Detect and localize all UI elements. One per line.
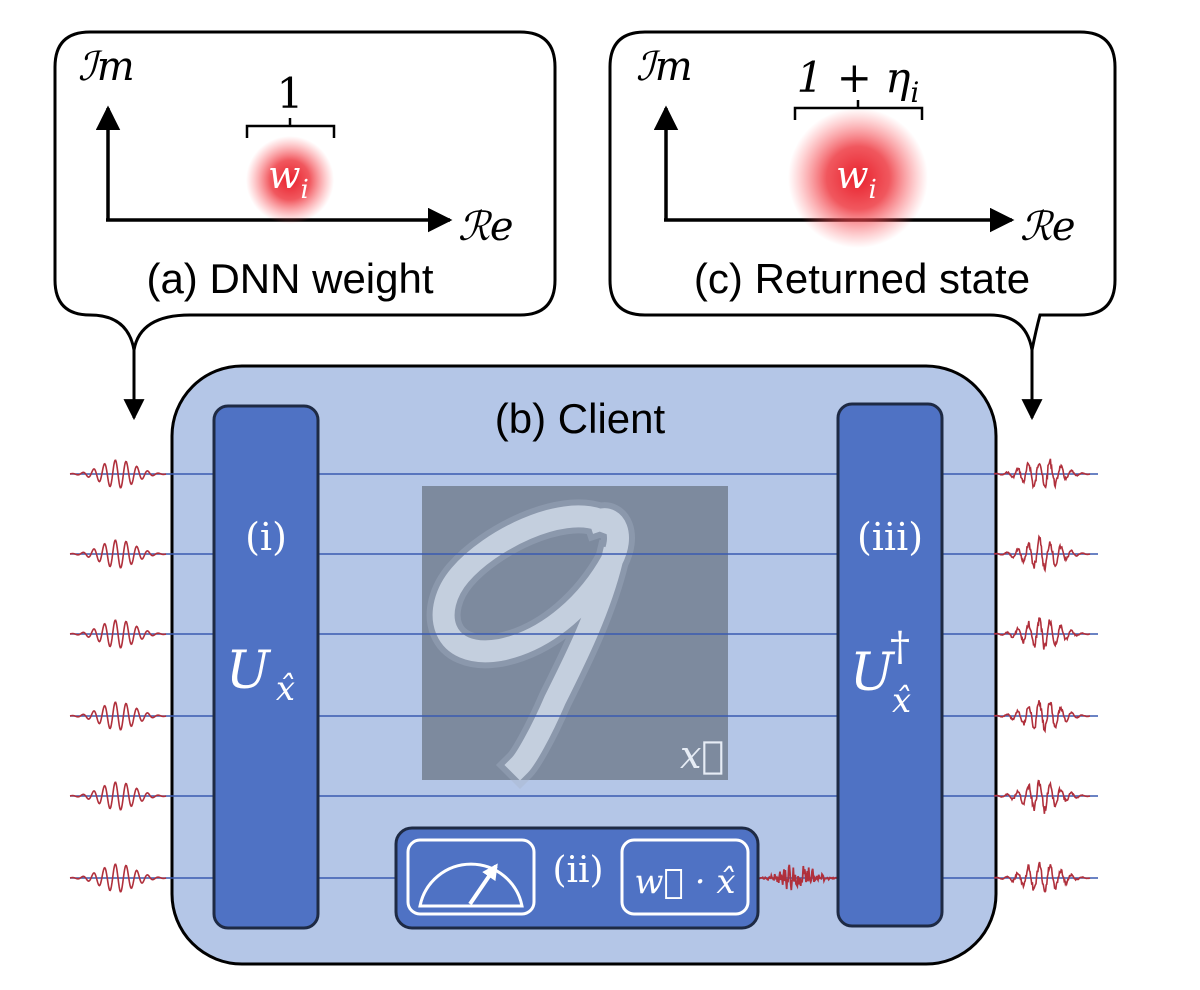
panel-returned-state: ℐm ℛe 1 + ηi wi (c) Returned state	[608, 30, 1117, 421]
axis-x-label-a: ℛe	[458, 204, 514, 250]
wave-packet	[69, 863, 167, 893]
block-i-label: (i)	[245, 515, 287, 559]
client-title: (b) Client	[495, 395, 666, 442]
dot-product-label: w⃗ · x̂	[634, 862, 735, 902]
caption-c: (c) Returned state	[694, 255, 1030, 302]
block-iii-sub: x̂	[892, 681, 911, 721]
width-bracket-a	[245, 118, 336, 138]
panel-dnn-weight: ℐm ℛe 1 wi (a) DNN weight	[53, 30, 557, 421]
width-label-c: 1 + ηi	[797, 53, 920, 109]
axis-y-label-a: ℐm	[78, 44, 135, 90]
input-vector-label: x⃗	[680, 733, 724, 777]
returned-glow-c	[788, 108, 928, 248]
weight-glow-a	[246, 136, 334, 224]
wave-packet	[69, 619, 167, 649]
wave-packet	[69, 781, 167, 811]
decoding-unitary-block: (iii) U † x̂	[836, 402, 944, 928]
block-iii-dagger: †	[890, 624, 910, 670]
point-label-a: wi	[268, 153, 309, 205]
wave-packet	[69, 459, 167, 489]
point-label-c: wi	[836, 153, 877, 205]
meter-frame	[406, 838, 536, 916]
input-image-digit: x⃗	[422, 486, 728, 790]
axis-y-label-c: ℐm	[636, 44, 693, 90]
dot-product-frame	[620, 838, 750, 916]
meter-needle-icon	[468, 863, 498, 906]
axis-x-label-c: ℛe	[1020, 204, 1076, 250]
measurement-block: (ii) w⃗ · x̂	[394, 826, 760, 930]
meter-icon	[418, 862, 524, 908]
wave-packet	[993, 700, 1090, 734]
wave-packet	[993, 861, 1091, 893]
block-iii-label: (iii)	[857, 515, 923, 559]
width-bracket-c	[793, 100, 924, 120]
wave-packet	[993, 617, 1091, 650]
measurement-signal	[757, 864, 839, 891]
block-iii-symbol: U	[850, 643, 896, 703]
wave-packet	[69, 539, 167, 569]
wave-packet	[993, 458, 1091, 490]
wave-packet	[69, 701, 167, 731]
wave-packet	[993, 779, 1091, 814]
width-label-a: 1	[277, 69, 304, 118]
measure-label: (ii)	[552, 850, 603, 891]
wave-packet	[993, 534, 1091, 573]
caption-a: (a) DNN weight	[146, 255, 433, 302]
